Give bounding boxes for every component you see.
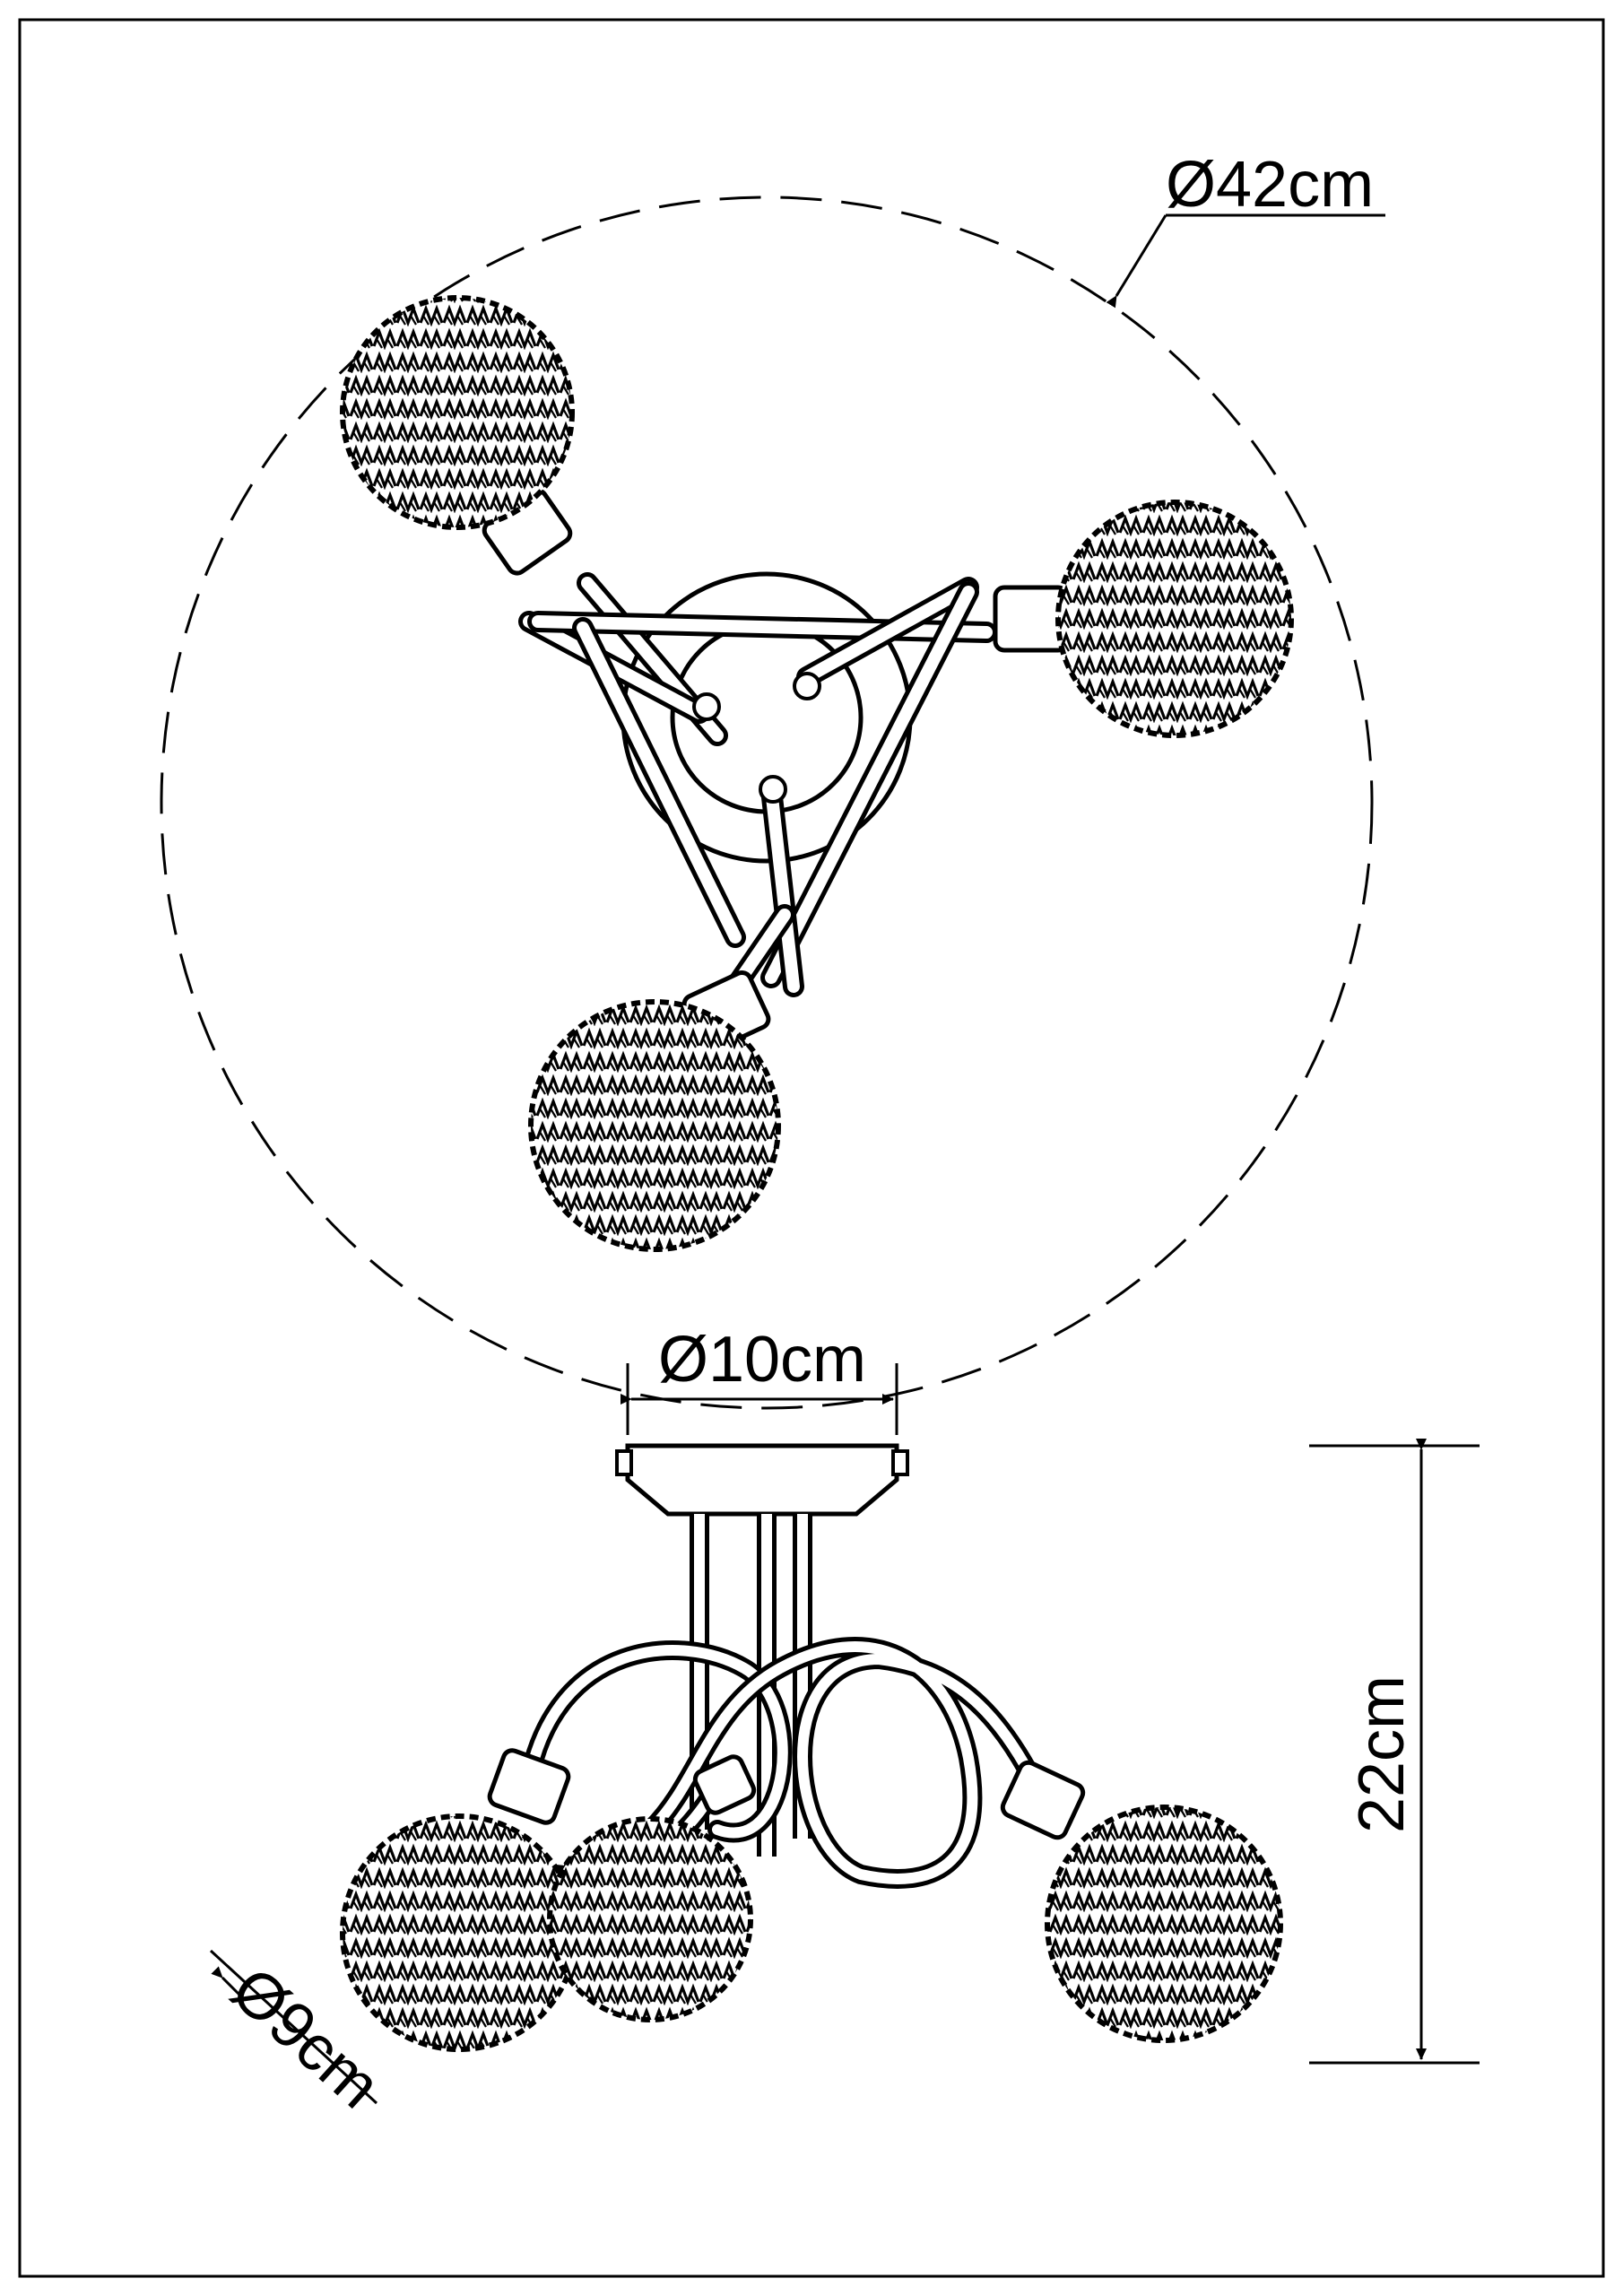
canopy-diameter-label: Ø10cm <box>658 1324 866 1396</box>
side-canopy-screw-right <box>891 1449 909 1476</box>
side-socket-left <box>487 1748 571 1825</box>
side-socket-middle <box>692 1754 757 1815</box>
side-socket-right <box>1000 1760 1086 1840</box>
top-screw-left <box>692 692 721 721</box>
side-shade-middle <box>547 1816 753 2022</box>
side-shade-left <box>340 1813 578 2052</box>
top-shade-right <box>1055 500 1294 738</box>
top-shade-upper-left <box>340 295 575 530</box>
top-shade-bottom <box>528 999 781 1252</box>
overall-footprint-circle <box>160 196 1374 1410</box>
side-canopy <box>625 1443 899 1517</box>
top-screw-right <box>793 672 821 700</box>
shade-dim-arrow <box>211 1966 242 1997</box>
drawing-frame <box>18 18 1605 2278</box>
top-view: Ø42cm <box>160 149 1385 1410</box>
overall-diameter-leader <box>1106 214 1167 309</box>
top-screw-bottom <box>759 775 787 804</box>
overall-diameter-label: Ø42cm <box>1166 149 1374 221</box>
shade-dim-line <box>209 1949 378 2105</box>
height-label: 22cm <box>1346 1675 1418 1833</box>
side-shade-right <box>1045 1805 1283 2043</box>
side-canopy-screw-left <box>615 1449 633 1476</box>
side-view: Ø10cm 22cm Ø9cm <box>209 1324 1480 2122</box>
